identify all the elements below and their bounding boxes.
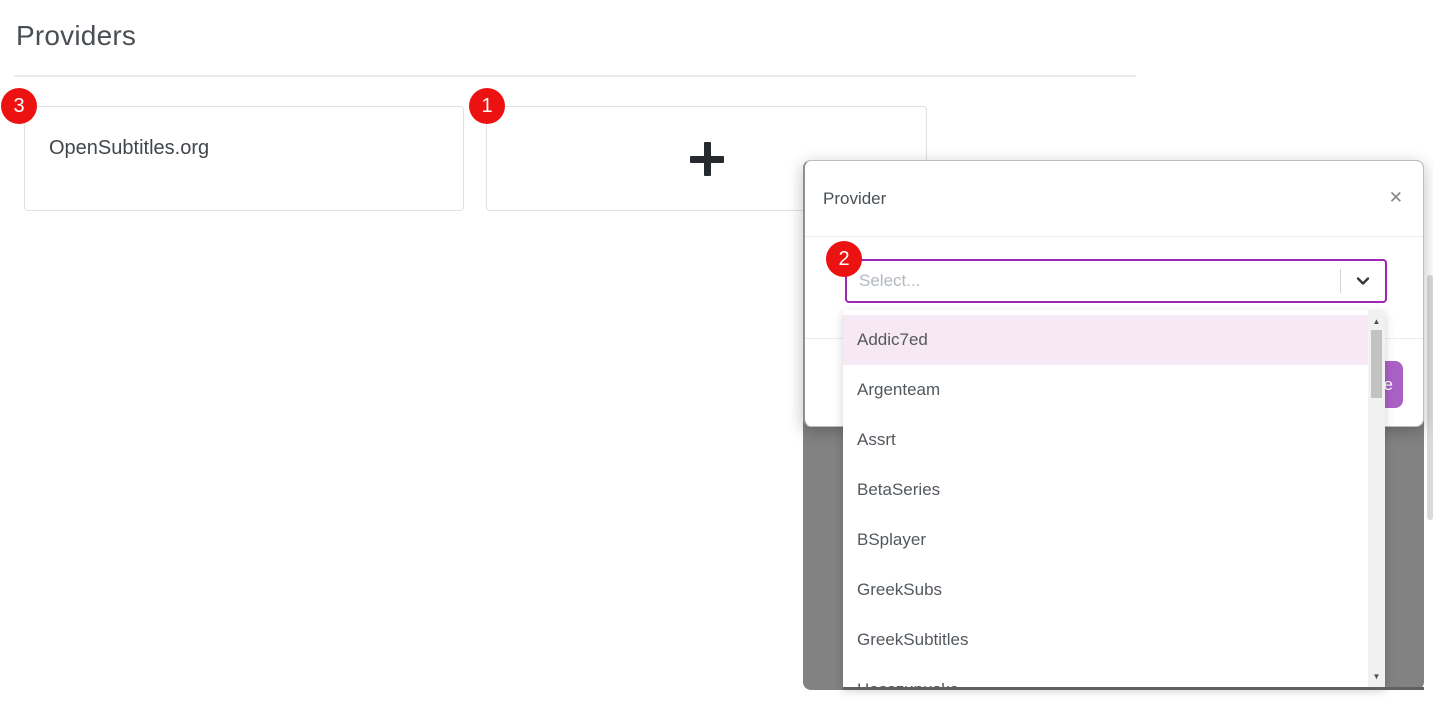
modal-header: Provider ✕	[805, 161, 1423, 237]
badge-number: 3	[13, 94, 25, 117]
select-placeholder: Select...	[859, 271, 921, 290]
annotation-badge: 1	[469, 88, 505, 124]
close-icon[interactable]: ✕	[1388, 188, 1403, 207]
provider-option[interactable]: Addic7ed	[843, 315, 1368, 365]
backdrop-bottom-edge	[843, 687, 1424, 690]
badge-number: 1	[481, 94, 493, 117]
provider-option[interactable]: GreekSubtitles	[843, 615, 1368, 665]
dropdown-scrollbar[interactable]: ▲ ▼	[1368, 310, 1385, 688]
provider-option-list: Addic7ed Argenteam Assrt BetaSeries BSpl…	[843, 315, 1368, 688]
provider-option[interactable]: Hosszupuska	[843, 665, 1368, 688]
add-provider-card[interactable]: +	[486, 106, 927, 211]
provider-option[interactable]: Argenteam	[843, 365, 1368, 415]
title-divider	[14, 75, 1136, 77]
provider-card-opensubtitles[interactable]: OpenSubtitles.org	[24, 106, 464, 211]
provider-card-name: OpenSubtitles.org	[49, 137, 210, 159]
page-title: Providers	[16, 20, 137, 51]
chevron-down-icon	[1356, 277, 1369, 285]
page-scrollbar-thumb[interactable]	[1427, 275, 1433, 520]
modal-title: Provider	[823, 189, 887, 208]
scroll-down-icon[interactable]: ▼	[1372, 672, 1381, 681]
select-chevron-button[interactable]	[1340, 261, 1385, 301]
scroll-up-icon[interactable]: ▲	[1372, 317, 1381, 326]
provider-dropdown: Addic7ed Argenteam Assrt BetaSeries BSpl…	[843, 310, 1385, 688]
dropdown-scrollbar-thumb[interactable]	[1371, 330, 1382, 398]
provider-option[interactable]: Assrt	[843, 415, 1368, 465]
plus-icon	[689, 141, 724, 176]
badge-number: 2	[838, 247, 850, 270]
provider-select[interactable]: Select...	[845, 259, 1387, 303]
provider-option[interactable]: GreekSubs	[843, 565, 1368, 615]
provider-option[interactable]: BetaSeries	[843, 465, 1368, 515]
annotation-badge: 2	[826, 241, 862, 277]
select-separator	[1340, 269, 1341, 293]
annotation-badge: 3	[1, 88, 37, 124]
provider-option[interactable]: BSplayer	[843, 515, 1368, 565]
